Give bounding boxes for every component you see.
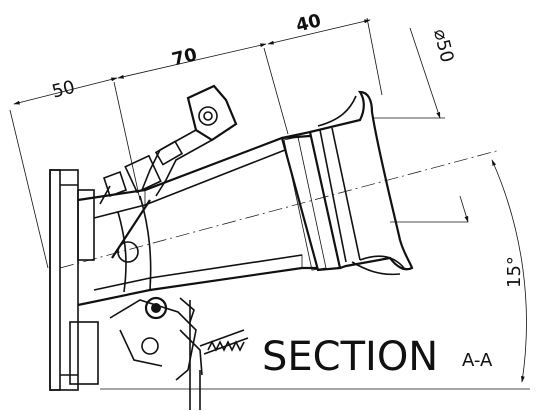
section-label: SECTION — [262, 334, 438, 380]
section-id: A-A — [462, 350, 493, 371]
bell-mouth — [280, 90, 414, 276]
mounting-flange — [49, 169, 99, 391]
dim-40: 40 — [294, 10, 323, 36]
lower-linkage — [109, 296, 249, 410]
throttle-shaft — [117, 241, 139, 263]
return-spring — [199, 329, 249, 355]
dimension-lines — [9, 17, 530, 390]
dim-50: 50 — [50, 77, 77, 103]
dim-diameter: ⌀50 — [429, 27, 458, 65]
throttle-linkage — [99, 84, 238, 205]
center-line — [59, 149, 501, 269]
throttle-body — [77, 134, 318, 307]
dim-70: 70 — [170, 44, 199, 70]
dim-angle: 15° — [504, 256, 525, 288]
